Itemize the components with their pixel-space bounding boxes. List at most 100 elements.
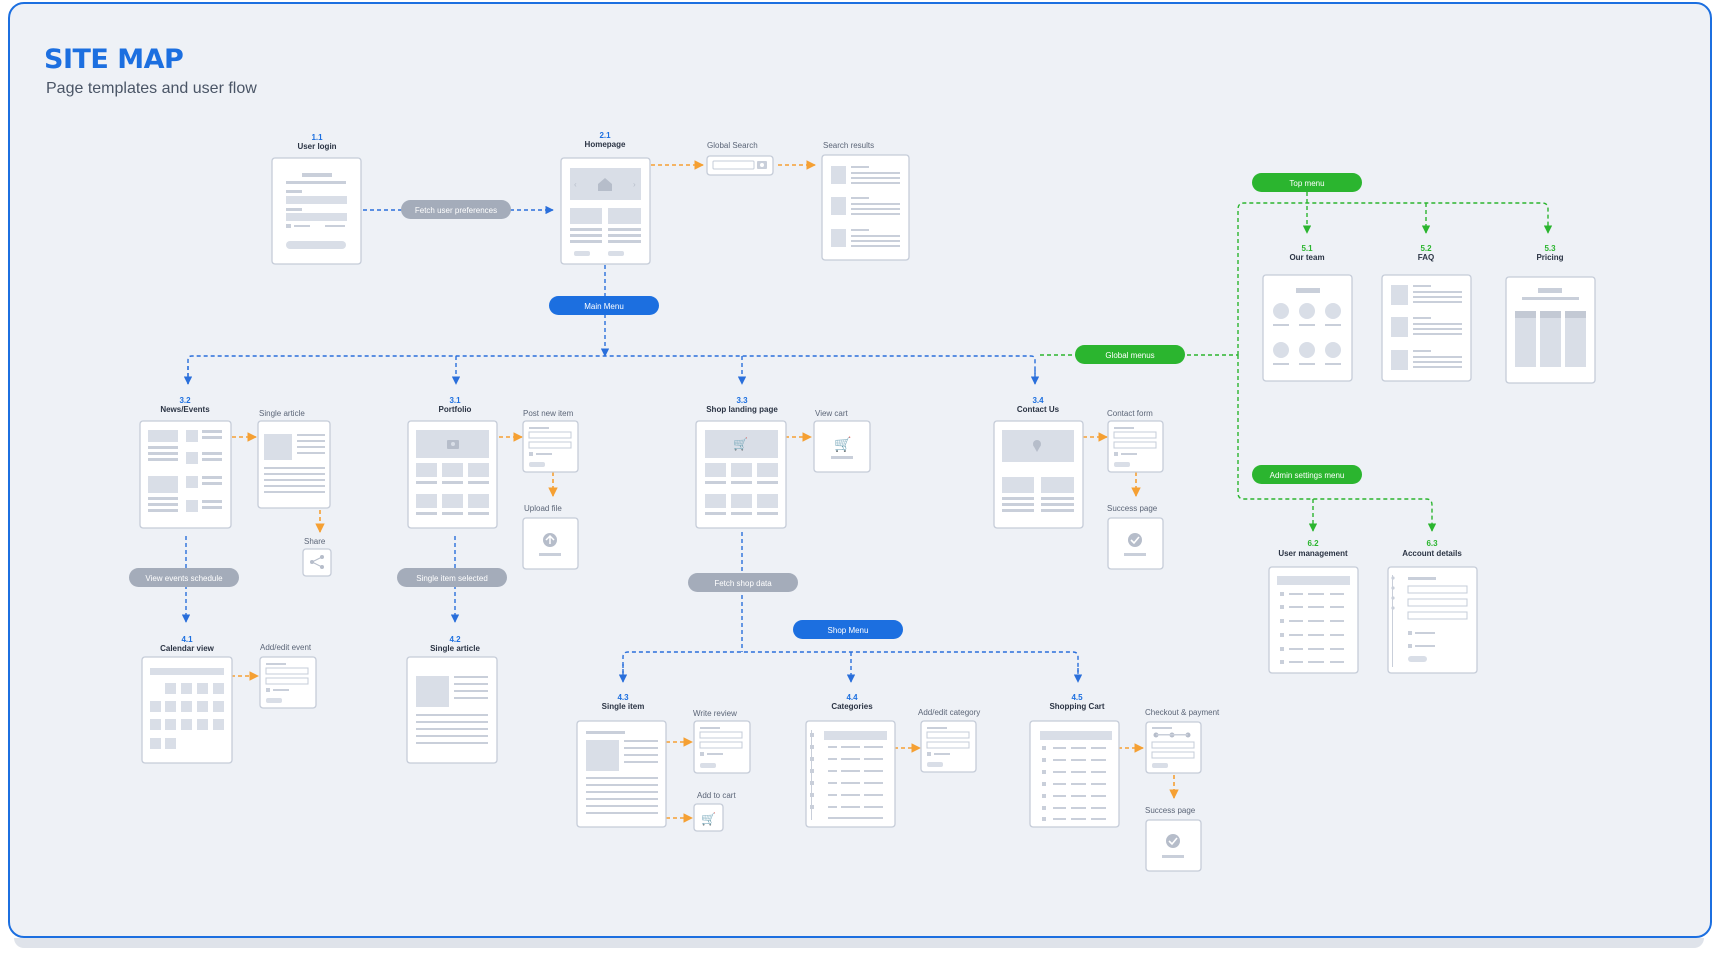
subpage-label: Share [304, 537, 326, 546]
pill-top-menu[interactable]: Top menu [1252, 173, 1362, 192]
subpage-label: Upload file [524, 504, 562, 513]
pill-fetch-user-preferences[interactable]: Fetch user preferences [401, 200, 511, 219]
pill-label: Fetch shop data [714, 579, 772, 588]
pill-shop-menu[interactable]: Shop Menu [793, 620, 903, 639]
card-post-new-item[interactable] [522, 420, 579, 473]
subpage-label: Write review [693, 709, 737, 718]
search-icon [760, 163, 764, 167]
card-pricing[interactable] [1505, 276, 1596, 384]
pill-label: Fetch user preferences [415, 206, 497, 215]
subpage-label: Single article [259, 409, 305, 418]
card-user-management[interactable] [1268, 566, 1359, 674]
chevron-right-icon: › [633, 180, 636, 189]
card-shop-landing[interactable]: 🛒 [695, 420, 787, 529]
card-categories[interactable] [805, 720, 896, 828]
card-share[interactable] [302, 548, 332, 577]
subpage-label: Success page [1107, 504, 1158, 513]
card-contact-form[interactable] [1107, 420, 1164, 473]
card-contact-us[interactable] [993, 420, 1084, 529]
page-title: SITE MAP [44, 44, 184, 75]
pill-label: Main Menu [584, 302, 624, 311]
card-write-review[interactable] [693, 720, 751, 774]
page-name: Calendar view [160, 644, 215, 653]
page-name: Shop landing page [706, 405, 778, 414]
page-id: 4.3 [617, 693, 629, 702]
page-id: 4.5 [1071, 693, 1083, 702]
page-name: Account details [1402, 549, 1462, 558]
cart-icon: 🛒 [733, 437, 748, 451]
pill-single-item-selected[interactable]: Single item selected [397, 568, 507, 587]
subpage-label: Search results [823, 141, 874, 150]
page-id: 3.2 [179, 396, 191, 405]
page-id: 2.1 [599, 131, 611, 140]
check-icon [1166, 834, 1180, 848]
subpage-label: Global Search [707, 141, 758, 150]
pill-label: Global menus [1105, 351, 1154, 360]
pill-view-events-schedule[interactable]: View events schedule [129, 568, 239, 587]
card-single-article-news[interactable] [257, 420, 331, 509]
edge-admin-bus [1237, 355, 1437, 532]
card-global-search[interactable] [706, 155, 774, 176]
page-id: 3.4 [1032, 396, 1044, 405]
edges [181, 160, 1553, 823]
page-name: FAQ [1418, 253, 1434, 262]
card-success-cart[interactable] [1145, 819, 1202, 872]
page-id: 4.4 [846, 693, 858, 702]
pill-main-menu[interactable]: Main Menu [549, 296, 659, 315]
card-search-results[interactable] [821, 154, 910, 261]
card-calendar-view[interactable] [141, 656, 233, 764]
page-id: 5.1 [1301, 244, 1313, 253]
page-name: Portfolio [439, 405, 472, 414]
page-cards: ‹ › [139, 154, 1596, 872]
cart-icon: 🛒 [701, 812, 716, 826]
page-id: 6.3 [1426, 539, 1438, 548]
card-success-contact[interactable] [1107, 517, 1164, 570]
pill-label: Shop Menu [828, 626, 869, 635]
edge-main-bus [187, 355, 1036, 384]
page-name: Our team [1289, 253, 1324, 262]
subpage-label: Add/edit event [260, 643, 312, 652]
card-add-edit-category[interactable] [920, 720, 977, 773]
edge-top-bus [1237, 202, 1553, 355]
page-id: 1.1 [311, 133, 323, 142]
card-upload-file[interactable] [522, 517, 579, 570]
subpage-label: Contact form [1107, 409, 1153, 418]
home-icon [598, 178, 612, 191]
pill-label: Admin settings menu [1270, 471, 1345, 480]
card-view-cart[interactable]: 🛒 [813, 420, 871, 473]
card-user-login[interactable] [271, 157, 362, 265]
page-name: Categories [831, 702, 873, 711]
pill-fetch-shop-data[interactable]: Fetch shop data [688, 573, 798, 592]
subpage-label: View cart [815, 409, 849, 418]
subpage-label: Success page [1145, 806, 1196, 815]
card-single-article[interactable] [406, 656, 498, 764]
page-name: Contact Us [1017, 405, 1060, 414]
pill-admin-settings-menu[interactable]: Admin settings menu [1252, 465, 1362, 484]
card-checkout-payment[interactable] [1145, 721, 1202, 774]
card-account-details[interactable] [1387, 566, 1478, 674]
card-add-to-cart[interactable]: 🛒 [693, 803, 724, 832]
pill-label: View events schedule [145, 574, 223, 583]
check-icon [1128, 533, 1142, 547]
page-id: 4.1 [181, 635, 193, 644]
pill-label: Single item selected [416, 574, 488, 583]
card-our-team[interactable] [1262, 274, 1353, 382]
page-id: 4.2 [449, 635, 461, 644]
card-news-events[interactable] [139, 420, 232, 529]
subpage-label: Add to cart [697, 791, 736, 800]
card-portfolio[interactable] [407, 420, 498, 529]
card-single-item[interactable] [576, 720, 667, 828]
card-faq[interactable] [1381, 274, 1472, 382]
card-homepage[interactable]: ‹ › [560, 157, 651, 265]
subpage-label: Checkout & payment [1145, 708, 1220, 717]
page-name: News/Events [160, 405, 210, 414]
pill-global-menus[interactable]: Global menus [1075, 345, 1185, 364]
page-name: User management [1278, 549, 1348, 558]
card-add-edit-event[interactable] [259, 656, 317, 709]
page-name: Pricing [1536, 253, 1563, 262]
card-shopping-cart[interactable] [1029, 720, 1120, 828]
page-id: 3.1 [449, 396, 461, 405]
page-name: User login [297, 142, 336, 151]
frame-shadow [14, 938, 1704, 948]
